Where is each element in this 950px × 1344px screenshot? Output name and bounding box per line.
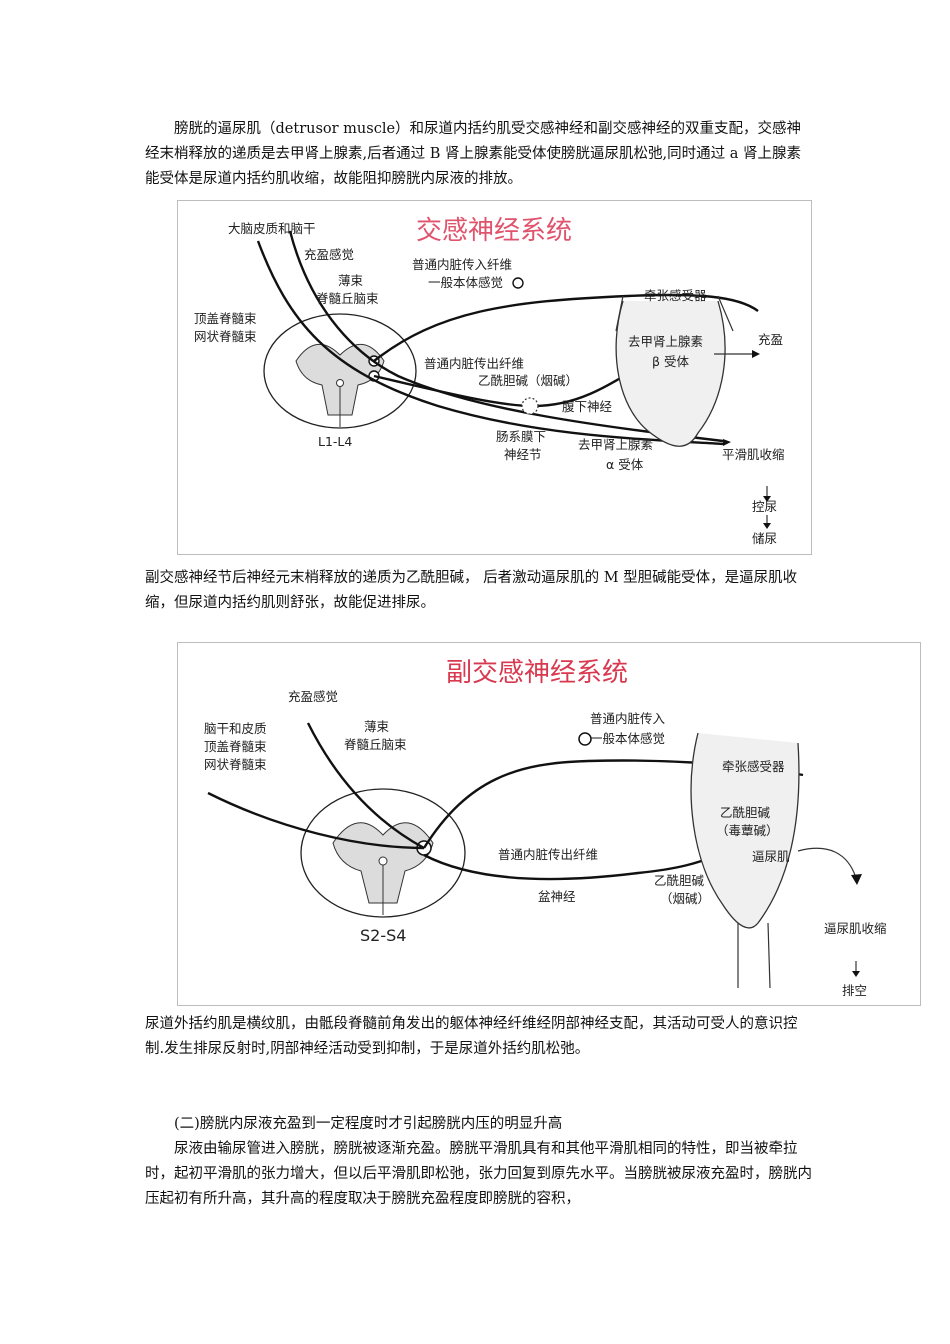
paragraph-5: 尿液由输尿管进入膀胱，膀胱被逐渐充盈。膀胱平滑肌具有和其他平滑肌相同的特性，即当… [145, 1137, 813, 1212]
label-filling: 充盈 [758, 332, 783, 347]
label-thin-tract-2: 脊髓丘脑束 [316, 291, 379, 306]
label-noradrenaline-beta: 去甲肾上腺素 [628, 334, 703, 349]
label-brainstem: 脑干和皮质 [204, 721, 267, 736]
arrow-down-1-head [763, 496, 771, 502]
label-afferent-1: 普通内脏传入 [590, 711, 666, 726]
bladder [690, 732, 800, 929]
figure-sympathetic-drawing: 交感神经系统 大脑皮质和脑干 充盈感觉 薄束 脊髓丘脑束 普通内脏传入纤维 一般… [194, 216, 785, 546]
label-alpha-receptor: α 受体 [606, 457, 644, 472]
label-ach-muscarine-2: （毒蕈碱） [716, 823, 779, 838]
label-reticulospinal: 网状脊髓束 [204, 757, 267, 772]
label-reticulospinal: 网状脊髓束 [194, 329, 257, 344]
figure-1-title: 交感神经系统 [416, 216, 572, 246]
label-hypogastric: 腹下神经 [562, 399, 613, 414]
contract-arrow-head [851, 874, 862, 885]
label-segment: L1-L4 [318, 434, 352, 449]
label-segment: S2-S4 [360, 926, 406, 945]
paragraph-1: 膀胱的逼尿肌（detrusor muscle）和尿道内括约肌受交感神经和副交感神… [145, 117, 813, 192]
section-heading: (二)膀胱内尿液充盈到一定程度时才引起膀胱内压的明显升高 [145, 1112, 813, 1137]
label-smooth-contract: 平滑肌收缩 [722, 447, 785, 462]
label-ach-nicotine: 乙酰胆碱（烟碱） [478, 373, 578, 388]
label-efferent: 普通内脏传出纤维 [498, 847, 598, 862]
label-noradrenaline-alpha: 去甲肾上腺素 [578, 437, 653, 452]
label-efferent: 普通内脏传出纤维 [424, 356, 524, 371]
label-stretch-receptor: 牵张感受器 [644, 288, 707, 303]
arrow-down-head [852, 971, 860, 977]
figure-sympathetic: 交感神经系统 大脑皮质和脑干 充盈感觉 薄束 脊髓丘脑束 普通内脏传入纤维 一般… [177, 200, 812, 555]
label-mesenteric-1: 肠系膜下 [496, 429, 546, 444]
afferent-fiber [373, 293, 759, 362]
paragraph-2: 副交感神经节后神经元末梢释放的递质为乙酰胆碱， 后者激动逼尿肌的 M 型胆碱能受… [145, 566, 813, 616]
filling-arrow-head [752, 350, 760, 358]
efferent-fiber [423, 853, 719, 881]
ureter-right [717, 295, 734, 332]
figure-2-title: 副交感神经系统 [446, 658, 628, 688]
label-store-urine: 储尿 [752, 531, 777, 546]
label-afferent-2: 一般本体感觉 [590, 731, 665, 746]
label-detrusor-contract: 逼尿肌收缩 [824, 921, 887, 936]
urethra-right [767, 922, 771, 989]
arrow-down-2-head [763, 523, 771, 529]
ureter-left [615, 295, 624, 332]
central-canal [378, 856, 388, 866]
label-fullness: 充盈感觉 [304, 247, 354, 262]
ascending-tract-1 [306, 722, 425, 850]
label-emptying: 排空 [842, 983, 867, 998]
bladder [615, 300, 726, 447]
descending-tract [207, 791, 425, 850]
label-thin-tract-1: 薄束 [338, 273, 364, 288]
label-tectospinal: 顶盖脊髓束 [194, 311, 257, 326]
label-detrusor: 逼尿肌 [752, 849, 790, 864]
label-mesenteric-2: 神经节 [504, 447, 542, 462]
label-control-urine: 控尿 [752, 499, 777, 514]
section-heading-text: (二)膀胱内尿液充盈到一定程度时才引起膀胱内压的明显升高 [174, 1116, 563, 1132]
paragraph-3: 尿道外括约肌是横纹肌，由骶段脊髓前角发出的躯体神经纤维经阴部神经支配，其活动可受… [145, 1012, 813, 1062]
figure-parasympathetic-drawing: 副交感神经系统 充盈感觉 脑干和皮质 顶盖脊髓束 网状脊髓束 薄束 脊髓丘脑束 … [204, 658, 887, 998]
paragraph-5-text: 尿液由输尿管进入膀胱，膀胱被逐渐充盈。膀胱平滑肌具有和其他平滑肌相同的特性，即当… [145, 1141, 812, 1207]
label-pelvic: 盆神经 [538, 889, 576, 904]
label-stretch-receptor: 牵张感受器 [722, 759, 785, 774]
spinal-cord-outline [300, 788, 466, 918]
paragraph-2-text: 副交感神经节后神经元末梢释放的递质为乙酰胆碱， 后者激动逼尿肌的 M 型胆碱能受… [145, 570, 798, 611]
label-afferent-1: 普通内脏传入纤维 [412, 257, 512, 272]
central-canal [336, 379, 344, 387]
paragraph-3-text: 尿道外括约肌是横纹肌，由骶段脊髓前角发出的躯体神经纤维经阴部神经支配，其活动可受… [145, 1016, 798, 1057]
label-ach-nicotine-1: 乙酰胆碱 [654, 873, 705, 888]
label-thin-tract-1: 薄束 [364, 719, 390, 734]
ganglion [521, 397, 539, 415]
contract-arrow-head [723, 439, 731, 446]
spinal-cord-outline [263, 313, 417, 429]
label-tectospinal: 顶盖脊髓束 [204, 739, 267, 754]
label-beta-receptor: β 受体 [652, 354, 689, 369]
label-thin-tract-2: 脊髓丘脑束 [344, 737, 407, 752]
contract-arrow [797, 847, 857, 879]
sensory-neuron [578, 732, 592, 746]
label-ach-nicotine-2: （烟碱） [660, 891, 710, 906]
label-fullness: 充盈感觉 [288, 689, 338, 704]
label-afferent-2: 一般本体感觉 [428, 275, 503, 290]
sensory-neuron [512, 277, 524, 289]
figure-parasympathetic: 副交感神经系统 充盈感觉 脑干和皮质 顶盖脊髓束 网状脊髓束 薄束 脊髓丘脑束 … [177, 642, 921, 1006]
paragraph-1-text: 膀胱的逼尿肌（detrusor muscle）和尿道内括约肌受交感神经和副交感神… [145, 121, 802, 187]
descending-tract-1 [256, 240, 724, 446]
descending-tract-2 [288, 230, 724, 443]
label-cortex: 大脑皮质和脑干 [228, 221, 316, 236]
label-ach-muscarine-1: 乙酰胆碱 [720, 805, 771, 820]
